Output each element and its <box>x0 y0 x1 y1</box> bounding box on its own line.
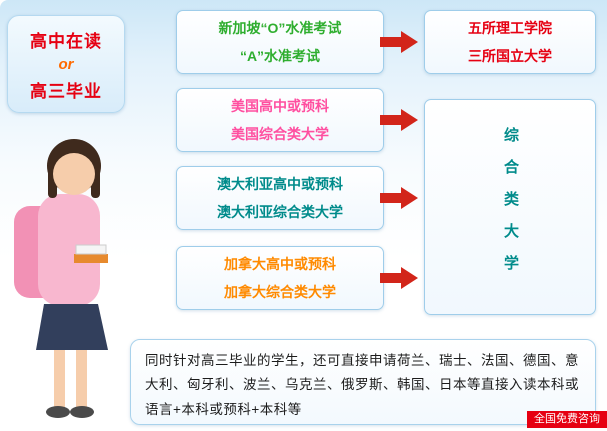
destination-line: 三所国立大学 <box>468 47 552 64</box>
pathway-line: 新加坡“O”水准考试 <box>218 19 342 36</box>
pathway-line: 澳大利亚综合类大学 <box>217 203 343 220</box>
right-arrow-icon <box>380 31 418 53</box>
destination-box-singapore-institutions: 五所理工学院 三所国立大学 <box>424 10 596 74</box>
pathway-box-canada: 加拿大高中或预科 加拿大综合类大学 <box>176 246 384 310</box>
pathway-box-usa: 美国高中或预科 美国综合类大学 <box>176 88 384 152</box>
pathway-line: 澳大利亚高中或预科 <box>217 175 343 192</box>
pathway-line: 加拿大高中或预科 <box>224 255 336 272</box>
pathway-box-australia: 澳大利亚高中或预科 澳大利亚综合类大学 <box>176 166 384 230</box>
pathway-line: 加拿大综合类大学 <box>224 283 336 300</box>
pathway-line: 美国高中或预科 <box>231 97 329 114</box>
destination-box-comprehensive-universities: 综合类大学 <box>424 99 596 315</box>
right-arrow-icon <box>380 187 418 209</box>
pathway-line: 美国综合类大学 <box>231 125 329 142</box>
student-photo <box>14 139 108 418</box>
footer-text: 同时针对高三毕业的学生，还可直接申请荷兰、瑞士、法国、德国、意大利、匈牙利、波兰… <box>145 353 579 417</box>
footer-note: 同时针对高三毕业的学生，还可直接申请荷兰、瑞士、法国、德国、意大利、匈牙利、波兰… <box>130 339 596 425</box>
status-line-2: 高三毕业 <box>30 81 102 101</box>
destination-line: 五所理工学院 <box>468 19 552 36</box>
student-status-box: 高中在读 or 高三毕业 <box>7 15 125 113</box>
pathway-box-singapore-exams: 新加坡“O”水准考试 “A”水准考试 <box>176 10 384 74</box>
pathway-line: “A”水准考试 <box>239 47 321 64</box>
right-arrow-icon <box>380 109 418 131</box>
status-line-1: 高中在读 <box>30 31 102 51</box>
or-label: or <box>58 55 74 73</box>
consult-badge[interactable]: 全国免费咨询 <box>527 411 607 428</box>
vertical-label: 综合类大学 <box>502 127 519 287</box>
right-arrow-icon <box>380 267 418 289</box>
